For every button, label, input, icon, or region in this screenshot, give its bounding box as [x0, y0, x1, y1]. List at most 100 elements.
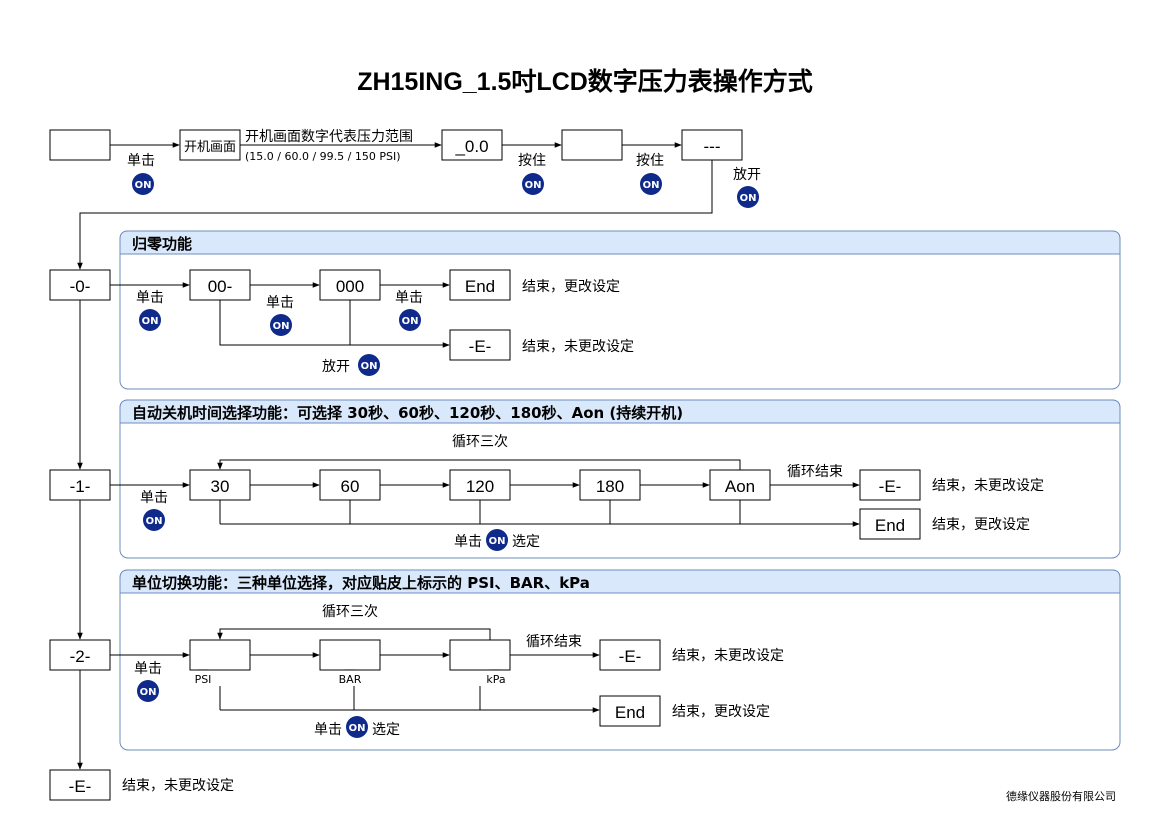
- click-label: 单击: [127, 153, 155, 169]
- loop-arrow: [217, 628, 491, 640]
- option-label: 60: [341, 477, 360, 496]
- on-icon: ON: [399, 309, 421, 331]
- svg-text:ON: ON: [273, 321, 290, 332]
- svg-text:ON: ON: [142, 316, 159, 327]
- zero-end-box: [449, 269, 511, 301]
- display-zero-box: [441, 129, 503, 161]
- release-label: 放开: [733, 167, 761, 183]
- auto-off-end-note: 结束，更改设定: [932, 517, 1030, 533]
- zero-panel-header: 归零功能: [132, 235, 192, 253]
- svg-text:ON: ON: [135, 180, 152, 191]
- mode-0-box: [49, 269, 111, 301]
- click-label: 单击: [134, 661, 162, 677]
- click-label: 单击: [140, 490, 168, 506]
- on-icon: ON: [486, 529, 508, 551]
- option-60: [319, 469, 381, 501]
- option-label: 180: [596, 477, 624, 496]
- option-label: Aon: [725, 477, 755, 496]
- boot-desc: 开机画面数字代表压力范围: [245, 128, 413, 145]
- hold-label: 按住: [518, 153, 546, 169]
- zero-step-1-label: 00-: [208, 277, 233, 296]
- on-icon: ON: [143, 509, 165, 531]
- start-box: [49, 129, 111, 161]
- zero-end-note: 结束，更改设定: [522, 279, 620, 295]
- select-pre-label: 单击: [454, 534, 482, 550]
- unit-psi-box: [189, 639, 251, 671]
- svg-text:ON: ON: [140, 687, 157, 698]
- zero-err-label: -E-: [469, 337, 492, 356]
- select-post-label: 选定: [512, 534, 540, 550]
- zero-end-label: End: [465, 277, 495, 296]
- mode-1-box: [49, 469, 111, 501]
- svg-text:ON: ON: [349, 723, 366, 734]
- option-label: 30: [211, 477, 230, 496]
- unit-label: PSI: [195, 673, 212, 686]
- unit-label: kPa: [486, 673, 505, 686]
- svg-text:ON: ON: [146, 516, 163, 527]
- svg-text:ON: ON: [489, 536, 506, 547]
- auto-off-err-note: 结束，未更改设定: [932, 478, 1044, 494]
- on-icon: ON: [139, 309, 161, 331]
- svg-text:ON: ON: [643, 180, 660, 191]
- mode-e-label: -E-: [69, 777, 92, 796]
- arrow: [219, 300, 450, 348]
- zero-err-box: [449, 329, 511, 361]
- unit-label: BAR: [339, 673, 362, 686]
- on-icon: ON: [522, 173, 544, 195]
- zero-step-1: [189, 269, 251, 301]
- auto-off-end-box: [859, 508, 921, 540]
- mode-e-note: 结束，未更改设定: [122, 778, 234, 794]
- unit-bar-box: [319, 639, 381, 671]
- unit-end-label: End: [615, 703, 645, 722]
- unit-kpa-box: [449, 639, 511, 671]
- zero-err-note: 结束，未更改设定: [522, 339, 634, 355]
- svg-text:ON: ON: [402, 316, 419, 327]
- click-label: 单击: [395, 290, 423, 306]
- cycle-label: 循环三次: [452, 434, 508, 450]
- select-post-label: 选定: [372, 722, 400, 738]
- auto-off-end-label: End: [875, 516, 905, 535]
- unit-end-note: 结束，更改设定: [672, 704, 770, 720]
- cycle-end-label: 循环结束: [787, 464, 843, 480]
- svg-text:ON: ON: [361, 361, 378, 372]
- unit-mark: _: [197, 652, 208, 671]
- unit-err-label: -E-: [619, 647, 642, 666]
- auto-off-err-label: -E-: [879, 477, 902, 496]
- mode-0-label: -0-: [70, 277, 91, 296]
- cycle-label: 循环三次: [322, 604, 378, 620]
- release-label: 放开: [322, 359, 350, 375]
- click-label: 单击: [136, 290, 164, 306]
- mode-1-label: -1-: [70, 477, 91, 496]
- on-icon: ON: [640, 173, 662, 195]
- display-zero-label: _0.0: [454, 137, 488, 156]
- on-icon: ON: [132, 173, 154, 195]
- zero-step-2: [319, 269, 381, 301]
- option-120: [449, 469, 511, 501]
- select-pre-label: 单击: [314, 722, 342, 738]
- option-label: 120: [466, 477, 494, 496]
- company-name: 德缘仪器股份有限公司: [1006, 789, 1116, 803]
- unit-end-box: [599, 695, 661, 727]
- svg-text:ON: ON: [740, 193, 757, 204]
- auto-off-panel-header: 自动关机时间选择功能：可选择 30秒、60秒、120秒、180秒、Aon (持续…: [132, 404, 683, 422]
- on-icon: ON: [137, 680, 159, 702]
- on-icon: ON: [346, 716, 368, 738]
- arrow: [77, 160, 713, 270]
- unit-mark: _: [344, 652, 355, 671]
- boot-screen-label: 开机画面: [184, 140, 236, 155]
- mode-2-label: -2-: [70, 647, 91, 666]
- svg-text:ON: ON: [525, 180, 542, 191]
- cycle-end-label: 循环结束: [526, 634, 582, 650]
- on-icon: ON: [737, 186, 759, 208]
- blank-box: [561, 129, 623, 161]
- page-title: ZH15ING_1.5吋LCD数字压力表操作方式: [357, 67, 813, 96]
- option-30: [189, 469, 251, 501]
- on-icon: ON: [270, 314, 292, 336]
- unit-err-box: [599, 639, 661, 671]
- zero-step-2-label: 000: [336, 277, 364, 296]
- mode-e-box: [49, 769, 111, 801]
- boot-range: (15.0 / 60.0 / 99.5 / 150 PSI): [245, 150, 401, 163]
- unit-panel-header: 单位切换功能：三种单位选择，对应贴皮上标示的 PSI、BAR、kPa: [132, 574, 590, 592]
- unit-mark: _: [490, 652, 501, 671]
